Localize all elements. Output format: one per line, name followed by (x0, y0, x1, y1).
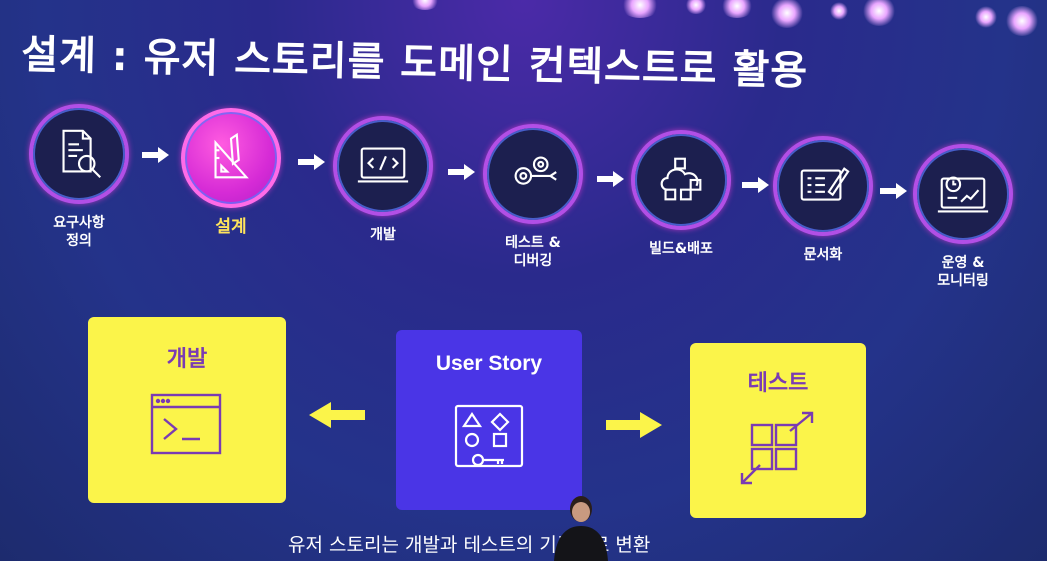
shapes-key-icon (454, 404, 524, 468)
dev-card: 개발 (88, 317, 286, 503)
step-development: 개발 (318, 116, 448, 244)
step-documentation: 문서화 (758, 136, 888, 264)
flow-arrow (597, 170, 625, 188)
step-label: 문서화 (803, 247, 843, 263)
cloud-boxes-icon (660, 157, 702, 201)
terminal-icon (150, 393, 222, 455)
flow-arrow (448, 163, 476, 181)
stage-lights (0, 0, 1047, 40)
step-label: 설계 (215, 217, 247, 237)
user-story-card: User Story (396, 330, 582, 510)
step-circle (913, 144, 1013, 244)
step-build-deploy: 빌드&배포 (616, 130, 746, 258)
step-label: 테스트 & 디버깅 (505, 235, 561, 269)
code-window-icon (357, 147, 409, 183)
flow-arrow (880, 182, 908, 200)
left-arrow (309, 402, 365, 432)
expand-grid-icon (740, 411, 814, 485)
step-requirements: 요구사항 정의 (14, 104, 144, 250)
ruler-pencil-icon (214, 132, 249, 179)
step-operations: 운영 & 모니터링 (898, 144, 1028, 290)
step-circle (29, 104, 129, 204)
document-search-icon (62, 129, 102, 178)
document-edit-icon (800, 167, 850, 201)
step-design: 설계 (166, 108, 296, 236)
flow-arrow (142, 146, 170, 164)
presenter-figure (554, 496, 608, 561)
gears-wrench-icon (514, 156, 557, 185)
step-circle (333, 116, 433, 216)
step-label: 요구사항 정의 (53, 215, 105, 249)
flow-arrow (742, 176, 770, 194)
step-circle (181, 108, 281, 208)
dev-card-title: 개발 (166, 347, 208, 372)
step-label: 개발 (370, 227, 396, 243)
flow-arrow (298, 153, 326, 171)
right-arrow (606, 412, 662, 442)
step-label: 빌드&배포 (649, 241, 713, 257)
monitor-chart-icon (937, 176, 989, 213)
test-card-title: 테스트 (747, 371, 809, 396)
test-card: 테스트 (690, 343, 866, 518)
step-testing: 테스트 & 디버깅 (468, 124, 598, 270)
step-circle (773, 136, 873, 236)
step-circle (631, 130, 731, 230)
step-circle (483, 124, 583, 224)
step-label: 운영 & 모니터링 (937, 255, 989, 289)
user-story-title: User Story (435, 352, 543, 375)
